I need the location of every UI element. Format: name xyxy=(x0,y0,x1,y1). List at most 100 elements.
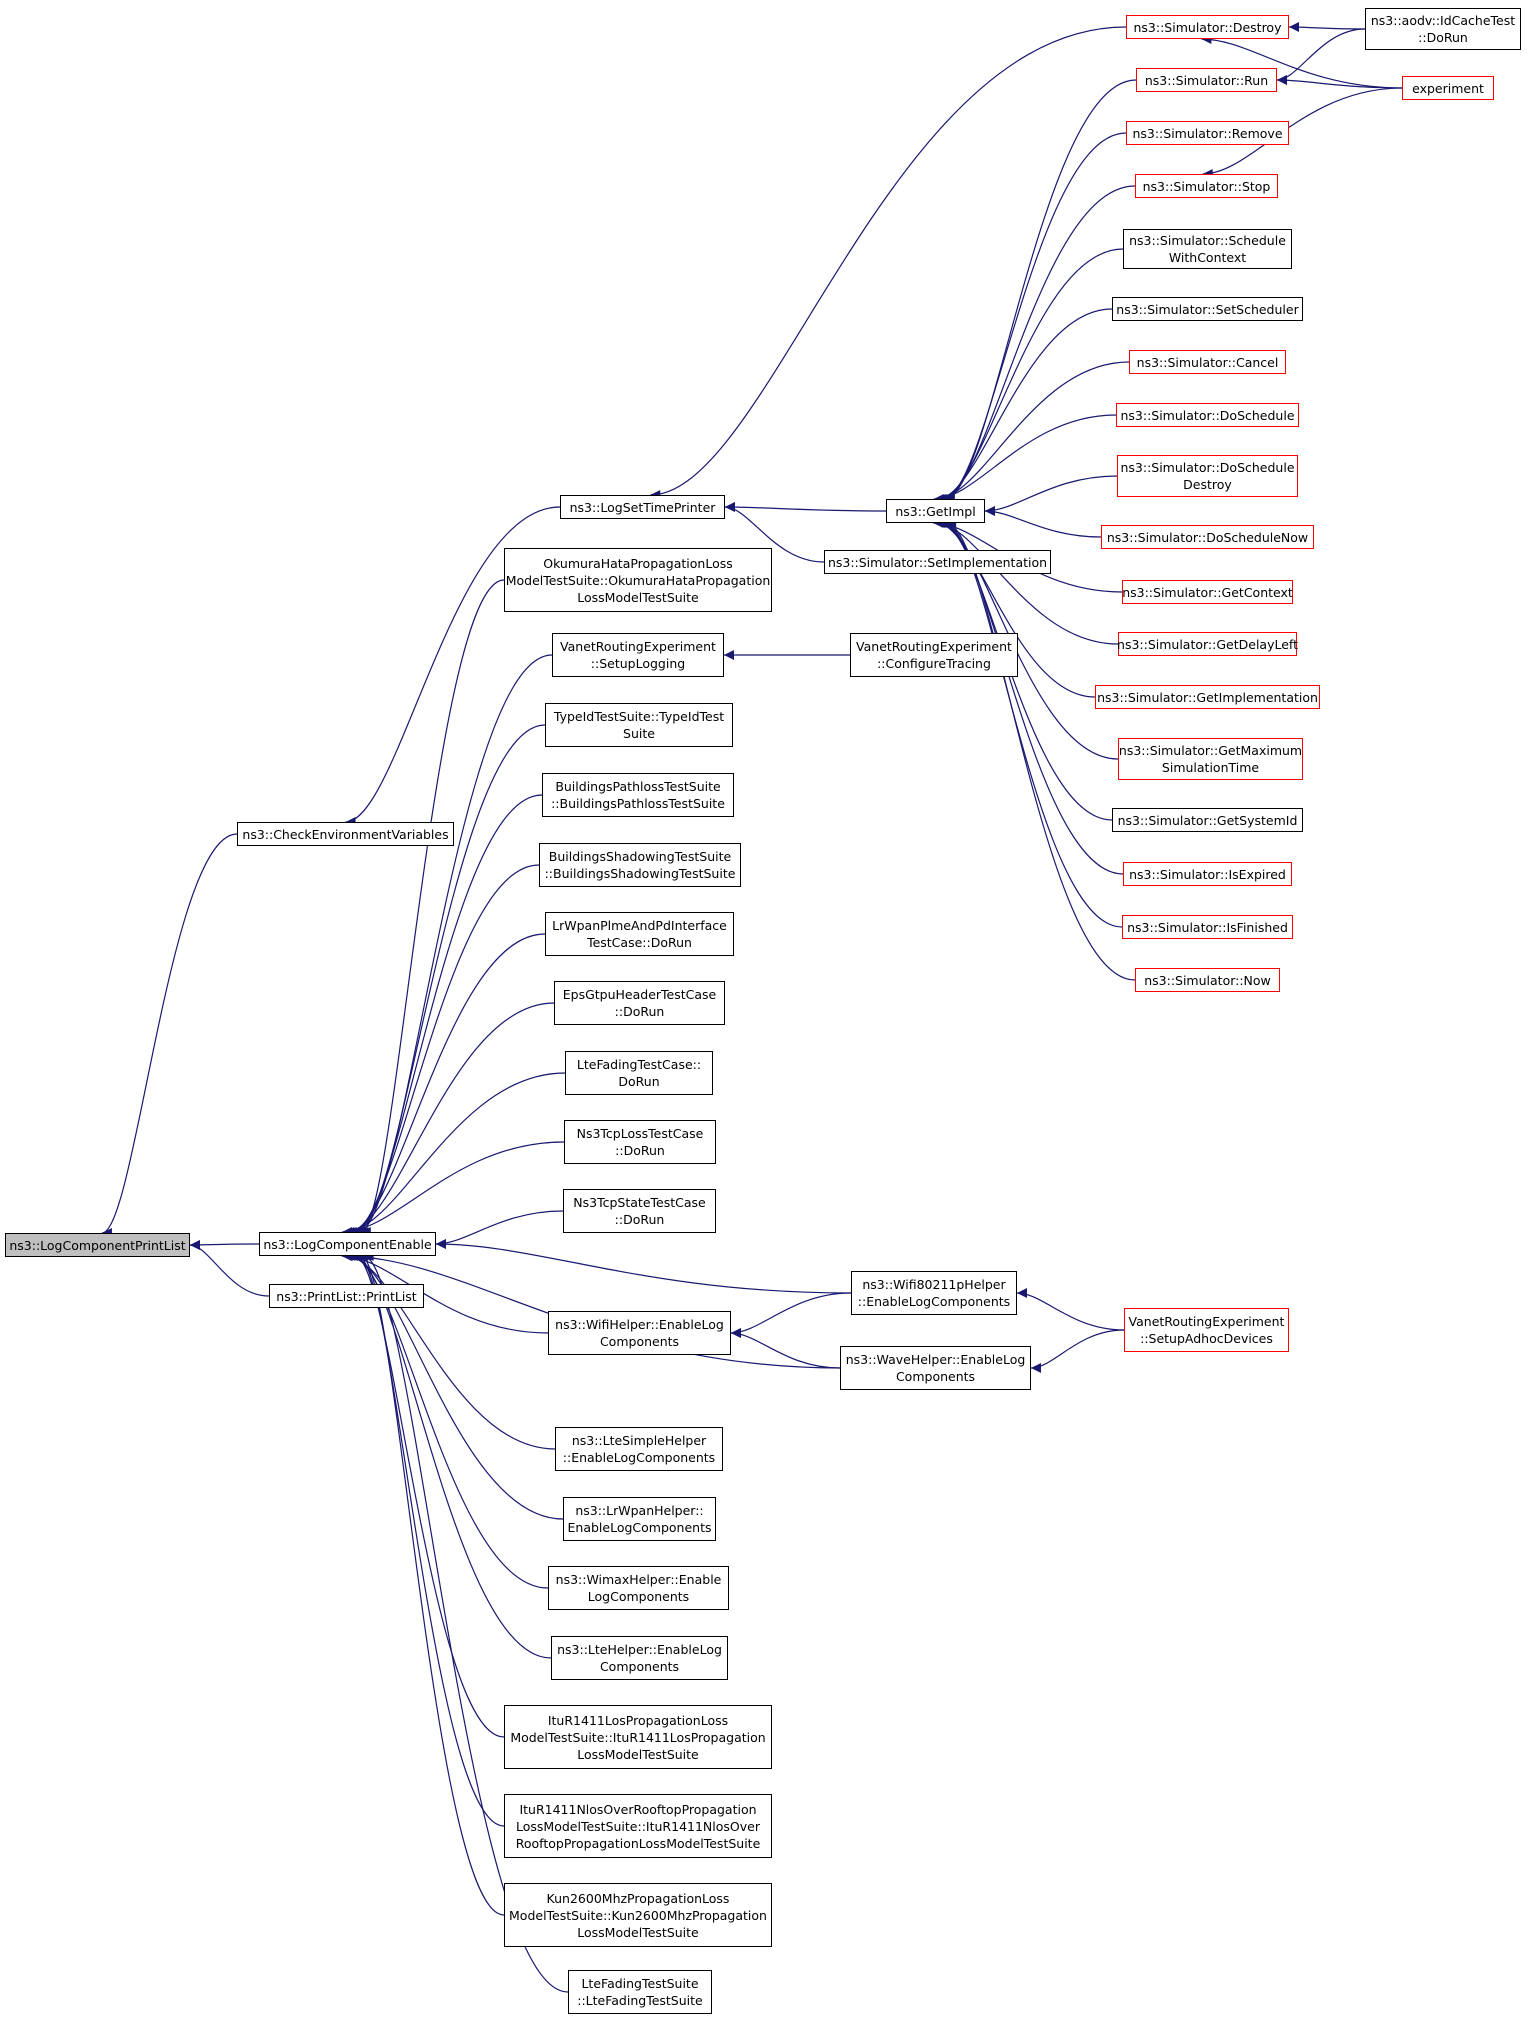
edge-root-checkenv xyxy=(101,833,238,1238)
node-getimplm[interactable]: ns3::Simulator::GetImplementation xyxy=(1095,685,1320,709)
node-vanetadhoc[interactable]: VanetRoutingExperiment::SetupAdhocDevice… xyxy=(1124,1308,1289,1352)
node-now[interactable]: ns3::Simulator::Now xyxy=(1135,968,1280,992)
node-label: VanetRoutingExperiment xyxy=(1128,1314,1285,1329)
node-setimpl[interactable]: ns3::Simulator::SetImplementation xyxy=(824,550,1051,574)
edge-settimeprinter-setimpl xyxy=(724,502,825,563)
node-isexpired[interactable]: ns3::Simulator::IsExpired xyxy=(1123,862,1292,886)
node-vanettrace[interactable]: VanetRoutingExperiment::ConfigureTracing xyxy=(850,633,1018,677)
node-label: LteFadingTestCase:: xyxy=(576,1057,702,1072)
node-dosched[interactable]: ns3::Simulator::DoSchedule xyxy=(1116,403,1299,427)
node-root[interactable]: ns3::LogComponentPrintList xyxy=(5,1233,190,1257)
edge-logenable-lrwpanplme xyxy=(348,933,546,1237)
node-label: ::ConfigureTracing xyxy=(877,656,991,671)
node-label: LossModelTestSuite::ItuR1411NlosOver xyxy=(516,1818,760,1834)
node-experiment[interactable]: experiment xyxy=(1402,76,1494,100)
edge-run-experiment xyxy=(1276,75,1403,89)
node-label: Ns3TcpStateTestCase xyxy=(573,1195,706,1210)
node-label: ns3::Simulator::GetDelayLeft xyxy=(1117,636,1298,652)
node-getsysid[interactable]: ns3::Simulator::GetSystemId xyxy=(1112,808,1303,832)
node-label: ::DoRun xyxy=(1418,30,1468,45)
node-label: ns3::LogSetTimePrinter xyxy=(569,499,716,515)
edge-logenable-epsgtpu xyxy=(346,1002,555,1237)
node-label: VanetRoutingExperiment xyxy=(856,639,1012,654)
node-label: WithContext xyxy=(1168,250,1247,265)
node-label: ns3::Simulator::SetScheduler xyxy=(1116,301,1299,317)
edge-logenable-wifi80211p xyxy=(435,1239,852,1294)
node-ltesimple[interactable]: ns3::LteSimpleHelper::EnableLogComponent… xyxy=(555,1427,723,1471)
edge-getimpl-getimplm xyxy=(936,518,1096,698)
node-isfinished[interactable]: ns3::Simulator::IsFinished xyxy=(1122,915,1293,939)
node-label: BuildingsShadowingTestSuite xyxy=(548,849,732,864)
node-label: ns3::Simulator::DoSchedule xyxy=(1120,460,1295,475)
edge-logenable-ns3tcpstate xyxy=(435,1210,564,1249)
node-cancel[interactable]: ns3::Simulator::Cancel xyxy=(1129,350,1286,374)
node-lrwpanhelper[interactable]: ns3::LrWpanHelper::EnableLogComponents xyxy=(563,1497,716,1541)
edge-logenable-bshadow xyxy=(351,864,540,1237)
edge-logenable-ns3tcploss xyxy=(342,1141,565,1237)
node-label: ns3::Wifi80211pHelper xyxy=(862,1277,1006,1292)
node-vanetlog[interactable]: VanetRoutingExperiment::SetupLogging xyxy=(552,633,724,677)
node-label: RooftopPropagationLossModelTestSuite xyxy=(515,1835,761,1851)
edge-getimpl-stop xyxy=(941,185,1136,504)
edge-wavehelper-vanetadhoc xyxy=(1030,1329,1125,1373)
node-label: ::BuildingsShadowingTestSuite xyxy=(544,866,736,881)
node-label: ::SetupAdhocDevices xyxy=(1140,1331,1273,1346)
edge-logenable-itulos xyxy=(354,1251,505,1738)
node-run[interactable]: ns3::Simulator::Run xyxy=(1136,68,1277,92)
node-label: Destroy xyxy=(1183,477,1232,492)
node-setsched[interactable]: ns3::Simulator::SetScheduler xyxy=(1112,297,1303,321)
node-ns3tcpstate[interactable]: Ns3TcpStateTestCase::DoRun xyxy=(563,1189,716,1233)
edge-logenable-vanetlog xyxy=(358,654,553,1237)
node-label: ns3::Simulator::IsExpired xyxy=(1129,866,1286,882)
node-bpath[interactable]: BuildingsPathlossTestSuite::BuildingsPat… xyxy=(542,773,734,817)
node-label: Components xyxy=(895,1369,976,1384)
node-getimpl[interactable]: ns3::GetImpl xyxy=(886,499,985,523)
node-ns3tcploss[interactable]: Ns3TcpLossTestCase::DoRun xyxy=(564,1120,716,1164)
node-printlist[interactable]: ns3::PrintList::PrintList xyxy=(269,1284,424,1308)
node-label: ns3::LrWpanHelper:: xyxy=(575,1503,704,1518)
node-label: LrWpanPlmeAndPdInterface xyxy=(552,918,727,933)
node-epsgtpu[interactable]: EpsGtpuHeaderTestCase::DoRun xyxy=(554,981,725,1025)
node-ltefadingsuite[interactable]: LteFadingTestSuite::LteFadingTestSuite xyxy=(568,1970,712,2014)
node-bshadow[interactable]: BuildingsShadowingTestSuite::BuildingsSh… xyxy=(539,843,741,887)
node-ltefadingcase[interactable]: LteFadingTestCase::DoRun xyxy=(565,1051,713,1095)
node-label: ModelTestSuite::OkumuraHataPropagation xyxy=(505,572,771,588)
node-label: ns3::PrintList::PrintList xyxy=(276,1288,417,1304)
node-label: TypeIdTestSuite::TypeIdTest xyxy=(553,709,725,724)
node-label: ns3::Simulator::DoScheduleNow xyxy=(1106,529,1309,545)
node-checkenv[interactable]: ns3::CheckEnvironmentVariables xyxy=(237,822,454,846)
node-label: LteFadingTestSuite xyxy=(581,1976,699,1991)
node-stop[interactable]: ns3::Simulator::Stop xyxy=(1135,174,1278,198)
node-label: ns3::Simulator::GetContext xyxy=(1122,584,1293,600)
node-label: ns3::Simulator::DoSchedule xyxy=(1120,407,1295,423)
node-destroy[interactable]: ns3::Simulator::Destroy xyxy=(1126,15,1289,39)
node-label: ns3::Simulator::Run xyxy=(1144,72,1269,88)
node-settimeprinter[interactable]: ns3::LogSetTimePrinter xyxy=(560,495,725,519)
node-label: SimulationTime xyxy=(1161,760,1260,775)
node-getdelay[interactable]: ns3::Simulator::GetDelayLeft xyxy=(1117,632,1298,656)
edge-logenable-itunlos xyxy=(357,1251,505,1827)
node-wifi80211p[interactable]: ns3::Wifi80211pHelper::EnableLogComponen… xyxy=(851,1271,1017,1315)
node-label: Kun2600MhzPropagationLoss xyxy=(546,1890,730,1906)
node-logenable[interactable]: ns3::LogComponentEnable xyxy=(259,1232,436,1256)
node-label: ns3::CheckEnvironmentVariables xyxy=(242,826,449,842)
node-remove[interactable]: ns3::Simulator::Remove xyxy=(1126,121,1289,145)
node-doschednow[interactable]: ns3::Simulator::DoScheduleNow xyxy=(1101,525,1314,549)
node-getctx[interactable]: ns3::Simulator::GetContext xyxy=(1122,580,1293,604)
edge-run-aodv xyxy=(1276,28,1366,85)
node-aodv[interactable]: ns3::aodv::IdCacheTest::DoRun xyxy=(1365,8,1521,50)
